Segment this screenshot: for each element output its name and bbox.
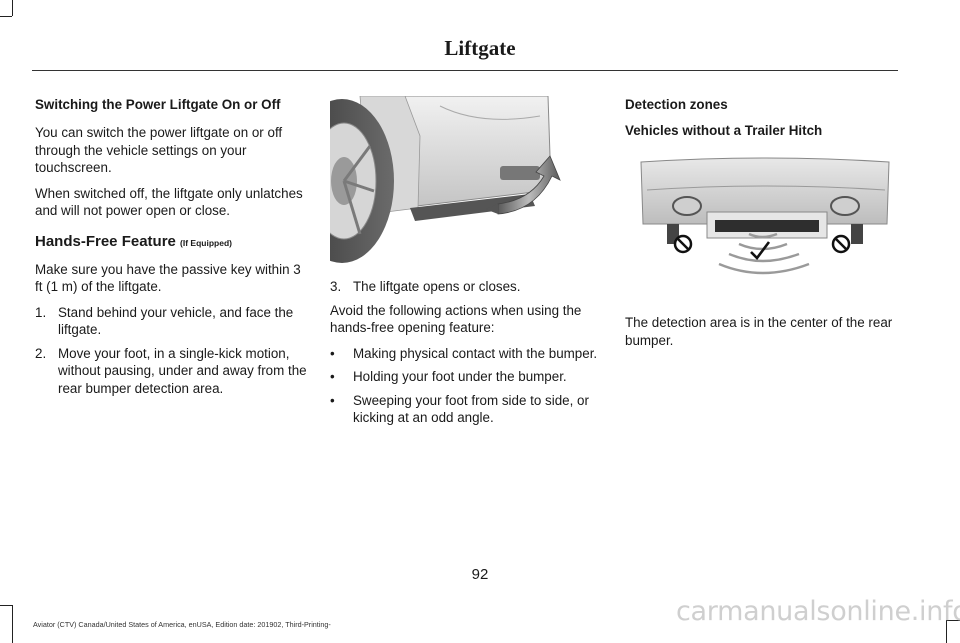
list-item: 3. The liftgate opens or closes.: [330, 278, 602, 296]
paragraph-detection-area: The detection area is in the center of t…: [625, 315, 893, 348]
bullet-text: Making physical contact with the bumper.: [353, 345, 598, 361]
step-3-list: 3. The liftgate opens or closes.: [330, 278, 602, 296]
column-right: Detection zones Vehicles without a Trail…: [625, 96, 897, 357]
step-number: 2.: [35, 345, 47, 361]
crop-mark-top-left-h: [0, 16, 12, 17]
page-title: Liftgate: [444, 36, 516, 60]
crop-mark-bottom-right-v: [946, 620, 947, 643]
bullet-text: Sweeping your foot from side to side, or…: [353, 392, 589, 426]
paragraph-switch: You can switch the power liftgate on or …: [35, 125, 283, 175]
list-item: • Holding your foot under the bumper.: [330, 368, 602, 386]
crop-mark-top-left-v: [12, 0, 13, 16]
step-number: 1.: [35, 304, 47, 320]
steps-list: 1. Stand behind your vehicle, and face th…: [35, 304, 307, 398]
paragraph-avoid: Avoid the following actions when using t…: [330, 302, 582, 336]
detection-zone-illustration: [640, 157, 890, 275]
hands-free-title: Hands-Free Feature: [35, 232, 176, 250]
section-heading-no-trailer-hitch: Vehicles without a Trailer Hitch: [625, 123, 823, 138]
crop-mark-bottom-left-h: [0, 605, 12, 606]
list-item: • Making physical contact with the bumper…: [330, 345, 602, 363]
crop-mark-bottom-right-h: [947, 620, 960, 621]
crop-mark-bottom-left-v: [12, 605, 13, 643]
watermark: carmanualsonline.info: [676, 596, 960, 627]
step-text: Move your foot, in a single-kick motion,…: [58, 345, 307, 396]
list-item: 2. Move your foot, in a single-kick motio…: [35, 345, 307, 398]
footer-edition-text: Aviator (CTV) Canada/United States of Am…: [33, 620, 331, 629]
section-heading-hands-free: Hands-Free Feature (If Equipped): [35, 232, 307, 253]
step-number: 3.: [330, 279, 342, 294]
kick-motion-illustration: [330, 96, 561, 263]
bullet-mark: •: [330, 369, 335, 384]
column-middle: 3. The liftgate opens or closes. Avoid th…: [330, 96, 602, 433]
step-text: The liftgate opens or closes.: [353, 279, 521, 294]
paragraph-passive-key: Make sure you have the passive key withi…: [35, 261, 301, 295]
page-number: 92: [471, 566, 489, 583]
if-equipped-label: (If Equipped): [180, 237, 232, 248]
section-heading-power-liftgate: Switching the Power Liftgate On or Off: [35, 97, 281, 112]
list-item: • Sweeping your foot from side to side, o…: [330, 392, 602, 427]
list-item: 1. Stand behind your vehicle, and face th…: [35, 304, 307, 339]
no-detection-icon: [831, 234, 851, 254]
bullet-text: Holding your foot under the bumper.: [353, 369, 567, 384]
checkmark-icon: [750, 241, 771, 260]
bullet-mark: •: [330, 392, 335, 408]
bullet-list: • Making physical contact with the bumper…: [330, 345, 602, 427]
paragraph-switched-off: When switched off, the liftgate only unl…: [35, 185, 303, 219]
step-text: Stand behind your vehicle, and face the …: [58, 304, 294, 338]
section-heading-detection-zones: Detection zones: [625, 97, 728, 112]
bullet-mark: •: [330, 345, 335, 361]
no-detection-icon: [673, 234, 693, 254]
header-divider: [32, 70, 898, 71]
column-left: Switching the Power Liftgate On or Off Y…: [35, 96, 307, 403]
